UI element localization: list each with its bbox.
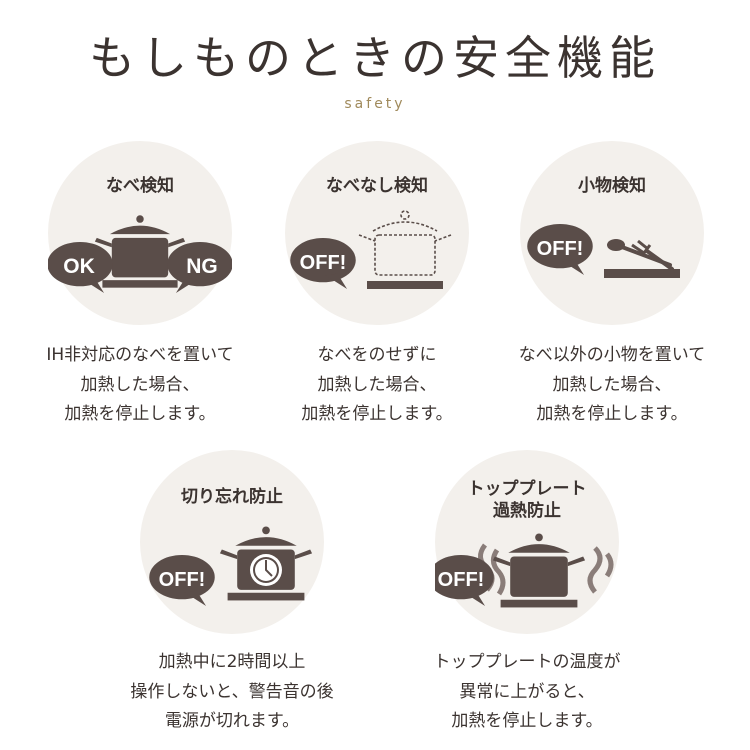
feature-auto-off: 切り忘れ防止 OFF! [140,450,324,634]
feature-title: なべ検知 [106,176,174,196]
feature-title: 切り忘れ防止 [181,487,283,507]
feature-description: なべをのせずに加熱した場合、加熱を停止します。 [301,345,453,424]
pot-ok-ng-icon: OK NG [48,215,232,293]
off-badge: OFF! [300,252,347,274]
off-badge: OFF! [537,238,584,260]
pot-clock-icon: OFF! [149,526,313,606]
feature-title: なべなし検知 [326,176,428,196]
ng-badge: NG [186,255,218,278]
off-badge: OFF! [159,569,206,591]
feature-small-object-detection: 小物検知 OFF! [520,141,704,325]
feature-description: なべ以外の小物を置いて加熱した場合、加熱を停止します。 [518,345,706,424]
off-badge: OFF! [438,569,485,591]
overheating-pot-icon: OFF! [435,533,614,608]
feature-top-plate-overheat: トッププレート過熱防止 OFF! [435,450,619,634]
feature-description: トッププレートの温度が異常に上がると、加熱を停止します。 [433,652,621,731]
ok-badge: OK [63,255,95,278]
feature-description: 加熱中に2時間以上操作しないと、警告音の後電源が切れます。 [130,652,334,731]
feature-description: IH非対応のなべを置いて加熱した場合、加熱を停止します。 [46,345,234,424]
feature-title: トッププレート過熱防止 [467,479,587,521]
page-title: もしものときの安全機能 [89,31,661,85]
empty-stove-icon: OFF! [290,210,452,289]
feature-no-pot-detection: なべなし検知 OFF! [285,141,469,325]
feature-pot-detection: なべ検知 OK NG [48,141,232,325]
utensils-on-stove-icon: OFF! [527,223,680,278]
page-subtitle: safety [344,96,406,112]
feature-title: 小物検知 [578,176,646,196]
